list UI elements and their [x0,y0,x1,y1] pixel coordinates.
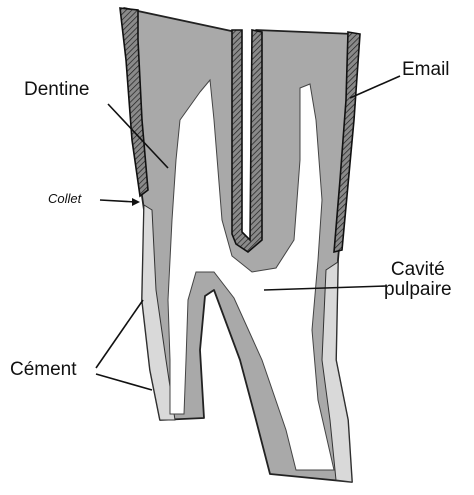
leader-cement-1 [96,300,143,368]
enamel-groove [232,30,262,252]
label-cavite-line2: pulpaire [384,280,452,300]
leader-collet-arrowhead [132,198,140,206]
label-collet: Collet [48,192,81,206]
leader-collet [100,200,136,202]
label-cavite-pulpaire: Cavité pulpaire [384,260,452,300]
label-email: Email [402,60,450,80]
label-cavite-line1: Cavité [384,260,452,280]
leader-cement-2 [96,374,152,390]
label-dentine: Dentine [24,80,90,100]
label-cement: Cément [10,360,77,380]
